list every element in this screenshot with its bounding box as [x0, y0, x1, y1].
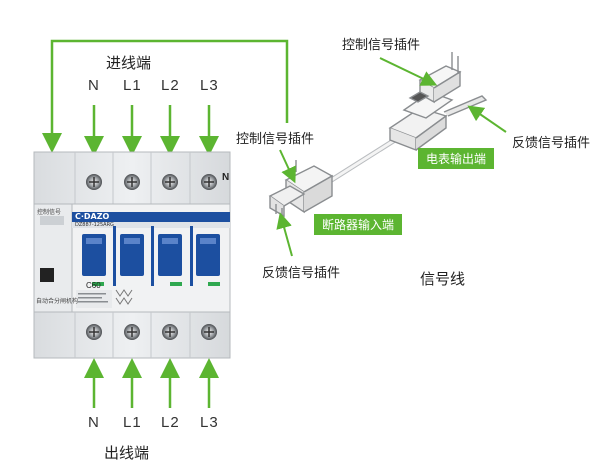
signal-cable-assembly [268, 52, 488, 218]
terminal-bot-n: N [88, 414, 100, 431]
breaker-rating: C60 [86, 281, 101, 290]
callout-feedback-right [467, 105, 507, 133]
callout-control-left [279, 149, 296, 184]
terminal-bot-l2: L2 [161, 414, 180, 431]
breaker-model: DZ887-125ARG [75, 222, 114, 228]
breaker-input-tag: 断路器输入端 [314, 214, 403, 235]
terminal-top-l3: L3 [200, 77, 219, 94]
circuit-breaker [33, 151, 231, 359]
outgoing-label: 出线端 [104, 444, 150, 462]
handle-l1 [120, 234, 144, 276]
handle-l3 [196, 234, 220, 276]
feedback-plugin-right-label: 反馈信号插件 [512, 136, 591, 151]
handle-l2 [158, 234, 182, 276]
breaker-corner-mark: N [222, 172, 230, 183]
meter-output-tag: 电表输出端 [418, 148, 495, 169]
feedback-plugin-bottom-label: 反馈信号插件 [262, 266, 341, 281]
callout-control-top [379, 57, 438, 86]
control-loop-line [42, 39, 289, 153]
callout-feedback-bottom [276, 212, 293, 257]
terminal-bot-l3: L3 [200, 414, 219, 431]
terminal-top-l1: L1 [123, 77, 142, 94]
breaker-side-text-1: 控制信号 [37, 209, 62, 216]
terminal-bot-l1: L1 [123, 414, 142, 431]
signal-line-label: 信号线 [420, 270, 466, 288]
control-plugin-top-label: 控制信号插件 [342, 38, 421, 53]
incoming-label: 进线端 [106, 54, 152, 72]
breaker-side-text-2: 自动合分闸机构 [36, 298, 79, 305]
handle-n [82, 234, 106, 276]
terminal-top-l2: L2 [161, 77, 180, 94]
terminal-top-n: N [88, 77, 100, 94]
control-plugin-left-label: 控制信号插件 [236, 132, 315, 147]
breaker-brand: C·DAZO [75, 212, 110, 221]
